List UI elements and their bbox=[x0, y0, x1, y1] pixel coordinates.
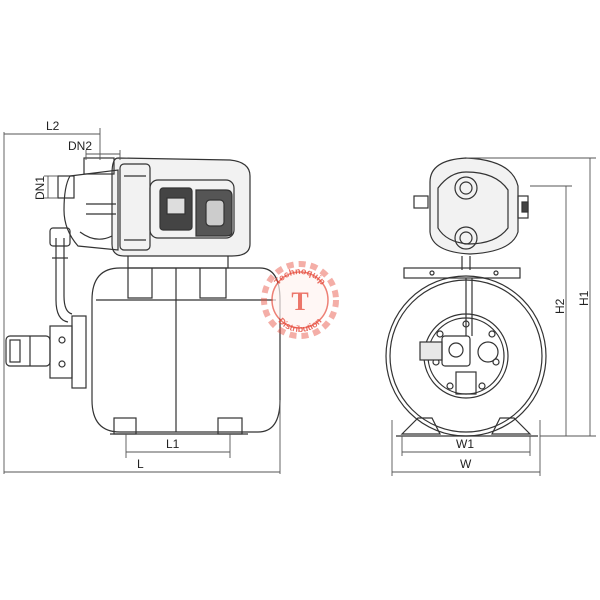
front-view-labels: H1 H2 W1 W bbox=[456, 290, 591, 471]
motor-housing-front bbox=[413, 157, 529, 270]
side-view-dimensions bbox=[3, 128, 281, 474]
side-view-labels: L2 DN2 DN1 L1 L bbox=[33, 119, 180, 471]
pressure-switch bbox=[5, 315, 87, 389]
label-W: W bbox=[460, 457, 472, 471]
front-view-dimensions bbox=[391, 157, 596, 476]
pressure-tank bbox=[91, 253, 281, 435]
label-H1: H1 bbox=[577, 290, 591, 306]
label-DN1: DN1 bbox=[33, 176, 47, 200]
front-view bbox=[385, 157, 547, 437]
side-view bbox=[5, 157, 281, 435]
pump-motor bbox=[111, 157, 251, 257]
watermark-bottom-text: Distribution bbox=[276, 316, 323, 334]
label-DN2: DN2 bbox=[68, 139, 92, 153]
base-feet-front bbox=[396, 417, 538, 437]
tank-front bbox=[385, 275, 547, 437]
pump-volute bbox=[57, 157, 119, 251]
label-L: L bbox=[137, 457, 144, 471]
label-H2: H2 bbox=[553, 298, 567, 314]
flexible-hose bbox=[49, 227, 73, 323]
watermark-center-letter: T bbox=[291, 287, 308, 316]
label-L2: L2 bbox=[46, 119, 60, 133]
label-W1: W1 bbox=[456, 437, 474, 451]
watermark-logo: Technoquip Distribution T bbox=[261, 261, 339, 339]
mounting-plate-front bbox=[403, 267, 521, 279]
label-L1: L1 bbox=[166, 437, 180, 451]
